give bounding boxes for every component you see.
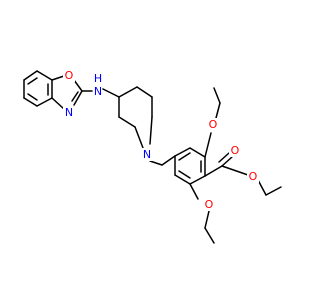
upper-ether-oxygen-label: O — [209, 118, 218, 131]
piperidine-nitrogen-label: N — [143, 148, 151, 161]
ester-carbonyl-oxygen-label: O — [231, 144, 240, 157]
lower-ether-oxygen-label: O — [205, 198, 214, 211]
bond-line — [189, 147, 206, 158]
bond-line — [213, 87, 221, 104]
bond-line — [257, 179, 267, 196]
atom-background — [203, 198, 215, 211]
bond-line — [149, 160, 163, 166]
molecule-structure: O N H N N O O O O — [23, 69, 282, 244]
benzoxazole-nitrogen-label: N — [65, 106, 73, 119]
bond-line — [51, 75, 65, 81]
atom-background — [63, 69, 75, 82]
bond-line — [36, 70, 53, 81]
bond-line — [23, 70, 38, 81]
bond-line — [178, 152, 191, 161]
bond-line — [23, 97, 38, 107]
atom-background — [91, 75, 105, 88]
bond-line — [215, 102, 221, 119]
bond-line — [149, 116, 153, 145]
atom-background — [207, 118, 219, 131]
atom-background — [247, 170, 259, 183]
bond-line — [204, 165, 223, 177]
bond-line — [161, 155, 176, 166]
bond-line — [27, 93, 38, 101]
bond-line — [27, 77, 38, 85]
benzoxazole-oxygen-label: O — [65, 69, 74, 82]
bond-line — [221, 165, 249, 176]
amine-hydrogen-label: H — [94, 72, 102, 85]
bond-line — [189, 183, 199, 200]
atom-background — [63, 106, 75, 119]
atom-background — [141, 148, 153, 161]
bond-line — [118, 116, 136, 128]
bond-line — [36, 97, 53, 107]
atom-background — [229, 144, 241, 157]
bond-line — [174, 174, 191, 185]
bond-line — [178, 170, 191, 179]
bond-line — [204, 210, 210, 229]
bond-line — [102, 88, 120, 98]
bond-line — [221, 156, 233, 167]
bond-line — [189, 175, 206, 185]
bond-line — [51, 97, 65, 110]
bond-line — [204, 227, 215, 244]
bond-line — [118, 86, 138, 98]
bond-line — [73, 79, 83, 92]
bond-line — [174, 147, 191, 157]
bond-line — [204, 132, 212, 158]
bond-line — [134, 126, 144, 149]
amine-nitrogen-label: N — [94, 85, 102, 98]
bond-line — [136, 86, 153, 98]
bond-line — [265, 186, 282, 196]
ester-oxygen-label: O — [249, 170, 258, 183]
bond-line — [71, 91, 79, 102]
atom-layer: O N H N N O O O O — [63, 69, 259, 211]
bond-line — [218, 152, 230, 163]
bond-layer — [23, 70, 282, 244]
bond-line — [73, 90, 83, 106]
